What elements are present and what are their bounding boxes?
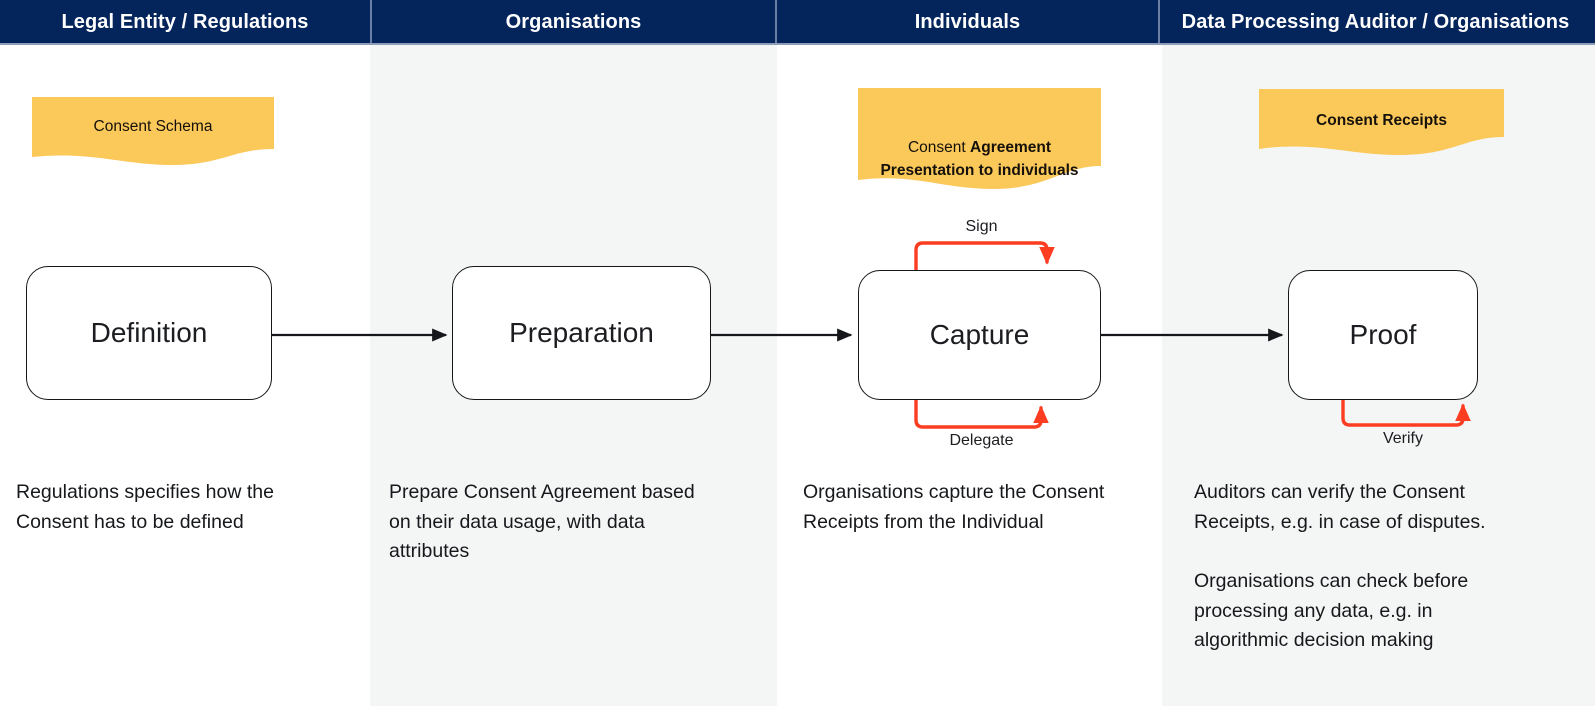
process-box-proof[interactable]: Proof (1288, 270, 1478, 400)
sticky-note-plain-text: Consent (907, 139, 971, 157)
swimlane-header-label: Data Processing Auditor / Organisations (1181, 11, 1570, 33)
swimlane-header-individuals: Individuals (775, 0, 1158, 45)
sticky-note-bold-text: Agreement Presentation to individuals (880, 139, 1079, 179)
loop-label-delegate: Delegate (916, 432, 1047, 450)
sticky-note-consent-receipts: Consent Receipts (1259, 89, 1504, 157)
sticky-note-text: Consent Receipts (1259, 110, 1504, 132)
swimlane-header-label: Individuals (914, 11, 1021, 33)
swimlane-header-label: Legal Entity / Regulations (61, 11, 309, 33)
swimlane-header-label: Organisations (505, 11, 642, 33)
process-box-label: Proof (1349, 319, 1417, 350)
loop-label-text: Sign (965, 218, 998, 235)
swimlane-header-data-processing-auditor-organisations: Data Processing Auditor / Organisations (1158, 0, 1591, 45)
process-box-preparation[interactable]: Preparation (452, 266, 711, 400)
description-organisations: Prepare Consent Agreement based on their… (389, 481, 695, 563)
sticky-note-plain-text: Consent Schema (93, 118, 213, 135)
loop-label-text: Delegate (949, 432, 1014, 449)
swimlane-header-band: Legal Entity / Regulations Organisations… (0, 0, 1595, 45)
loop-label-verify: Verify (1343, 430, 1463, 448)
description-legal-entity-regulations: Regulations specifies how the Consent ha… (16, 481, 274, 533)
sticky-note-bold-text: Consent Receipts (1316, 112, 1447, 129)
description-data-processing-auditor-organisations: Auditors can verify the Consent Receipts… (1194, 481, 1486, 652)
description-individuals: Organisations capture the Consent Receip… (803, 481, 1105, 533)
sticky-note-text: Consent Schema (32, 116, 274, 138)
loop-label-sign: Sign (916, 218, 1047, 236)
sticky-note-consent-agreement-presentation: Consent Agreement Presentation to indivi… (858, 88, 1101, 190)
swimlane-header-organisations: Organisations (370, 0, 775, 45)
process-box-label: Preparation (509, 317, 654, 348)
process-box-definition[interactable]: Definition (26, 266, 272, 400)
sticky-note-consent-schema: Consent Schema (32, 97, 274, 167)
process-box-label: Capture (929, 319, 1030, 350)
loop-label-text: Verify (1382, 430, 1423, 447)
header-underline (0, 43, 1595, 45)
swimlane-header-legal-entity-regulations: Legal Entity / Regulations (0, 0, 370, 45)
process-box-label: Definition (90, 317, 208, 348)
process-box-capture[interactable]: Capture (858, 270, 1101, 400)
sticky-note-text: Consent Agreement Presentation to indivi… (858, 115, 1101, 182)
